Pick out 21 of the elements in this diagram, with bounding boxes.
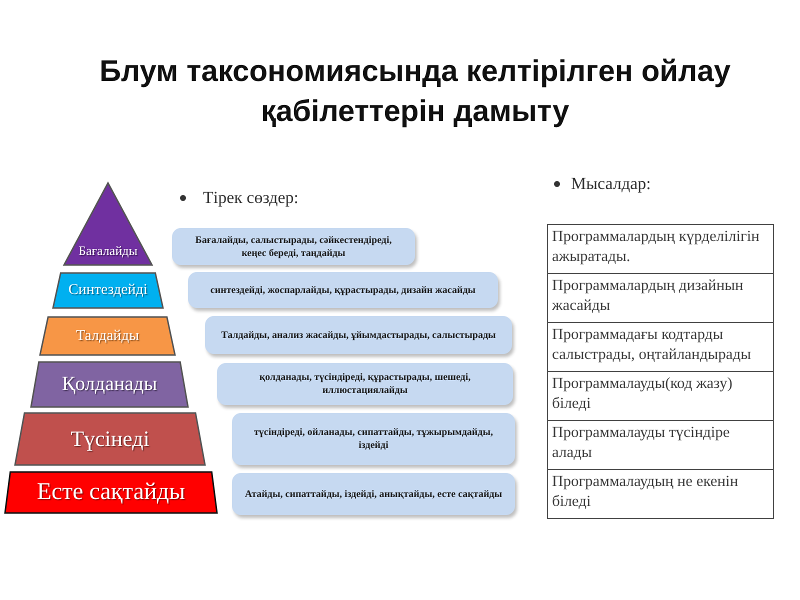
table-cell: Программалауды(код жазу) біледі: [548, 372, 774, 420]
pyramid-tier: Түсінеді: [15, 413, 205, 465]
keyword-box: синтездейді, жоспарлайды, құрастырады, дизайн жасайды: [188, 272, 498, 308]
title: Блум таксономиясында келтірілген ойлау қабілеттерін дамыту: [98, 54, 732, 130]
table-cell: Программалардың күрделілігін ажыратады.: [548, 224, 774, 274]
pyramid-tier: Қолданады: [31, 362, 188, 407]
keyword-box: қолданады, түсіндіреді, құрастырады, шешеді, иллюстациялайды: [217, 363, 513, 405]
heading-label: Мысалдар:: [571, 174, 651, 194]
keyword-box: Атайды, сипаттайды, іздейді, анықтайды, есте сақтайды: [232, 473, 515, 515]
table-cell: Программалардың дизайнын жасайды: [548, 274, 774, 322]
pyramid-apex: Бағалайды: [64, 183, 152, 265]
heading-label: Тірек сөздер:: [203, 188, 299, 208]
table-cell: Программалауды түсіндіре алады: [548, 420, 774, 470]
table-cell: Программадағы кодтарды салыстрады, оңтайландырады: [548, 322, 774, 372]
keyword-box: Талдайды, анализ жасайды, ұйымдастырады, салыстырады: [205, 316, 512, 354]
table-cell: Программалаудың не екенін біледі: [548, 470, 774, 518]
pyramid-tier: Синтездейді: [53, 273, 163, 308]
pyramid-tier: Есте сақтайды: [5, 472, 217, 513]
keyword-box: Бағалайды, салыстырады, сәйкестендіреді, кеңес береді, таңдайды: [172, 228, 415, 265]
keyword-box: түсіндіреді, ойланады, сипаттайды, тұжырымдайды, іздейді: [232, 413, 515, 465]
pyramid-tier: Талдайды: [40, 317, 175, 355]
